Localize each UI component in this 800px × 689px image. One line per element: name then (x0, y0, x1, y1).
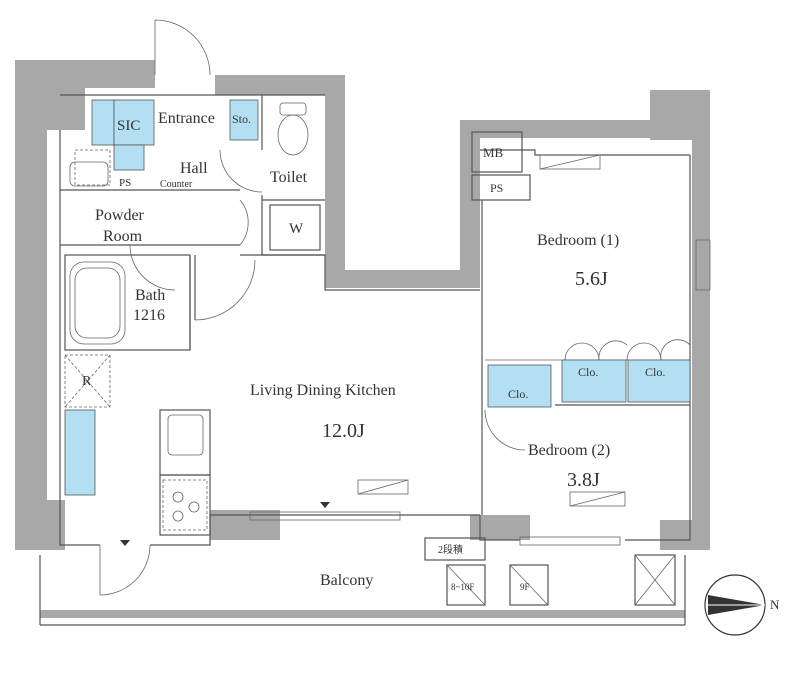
entrance-label: Entrance (158, 110, 215, 127)
bathtub-icon (69, 261, 126, 345)
doors (99, 19, 691, 596)
bath-size-label: 1216 (133, 307, 165, 324)
washbasin-icon (69, 161, 109, 187)
ps-label-bedroom: PS (490, 181, 503, 195)
closet-label-2: Clo. (578, 365, 598, 379)
bedroom1-label: Bedroom (1) (537, 232, 619, 249)
hall-label: Hall (180, 160, 208, 177)
counter-label: Counter (160, 179, 193, 190)
ps-label-hall: PS (119, 177, 131, 189)
bedroom2-label: Bedroom (2) (528, 442, 610, 459)
walls (15, 60, 710, 618)
stacking-note-label: 2段積 (438, 543, 463, 556)
entry-marker-icon (120, 540, 130, 546)
closet-label-3: Clo. (645, 365, 665, 379)
floors-note-label-2: 9F (520, 582, 530, 592)
bedroom1-size-label: 5.6J (575, 268, 608, 290)
storage-label: Sto. (232, 112, 251, 126)
fixtures (69, 102, 330, 546)
window-marker-icon (320, 502, 330, 508)
powder-room-label-line2: Room (103, 228, 143, 245)
closet-label-1: Clo. (508, 387, 528, 401)
powder-room-label-line1: Powder (95, 207, 145, 224)
bath-label: Bath (135, 287, 165, 304)
compass-north-label: N (770, 597, 780, 612)
interior-lines (39, 94, 711, 626)
balcony-label: Balcony (320, 572, 373, 589)
room-labels: SIC Entrance Sto. Hall Toilet PS Counter… (82, 110, 780, 612)
compass-arrow-icon (704, 574, 766, 636)
refrigerator-label: R (82, 374, 92, 389)
storage-areas (64, 99, 691, 496)
bedroom2-size-label: 3.8J (567, 469, 600, 491)
mb-label: MB (483, 145, 504, 160)
toilet-icon (277, 102, 309, 156)
toilet-label: Toilet (270, 169, 308, 186)
ldk-label: Living Dining Kitchen (250, 382, 396, 399)
stove-icon (172, 491, 200, 522)
washer-label: W (289, 221, 304, 237)
sic-label: SIC (117, 118, 140, 134)
floors-note-label-1: 8~10F (451, 582, 474, 592)
ldk-size-label: 12.0J (322, 420, 365, 442)
